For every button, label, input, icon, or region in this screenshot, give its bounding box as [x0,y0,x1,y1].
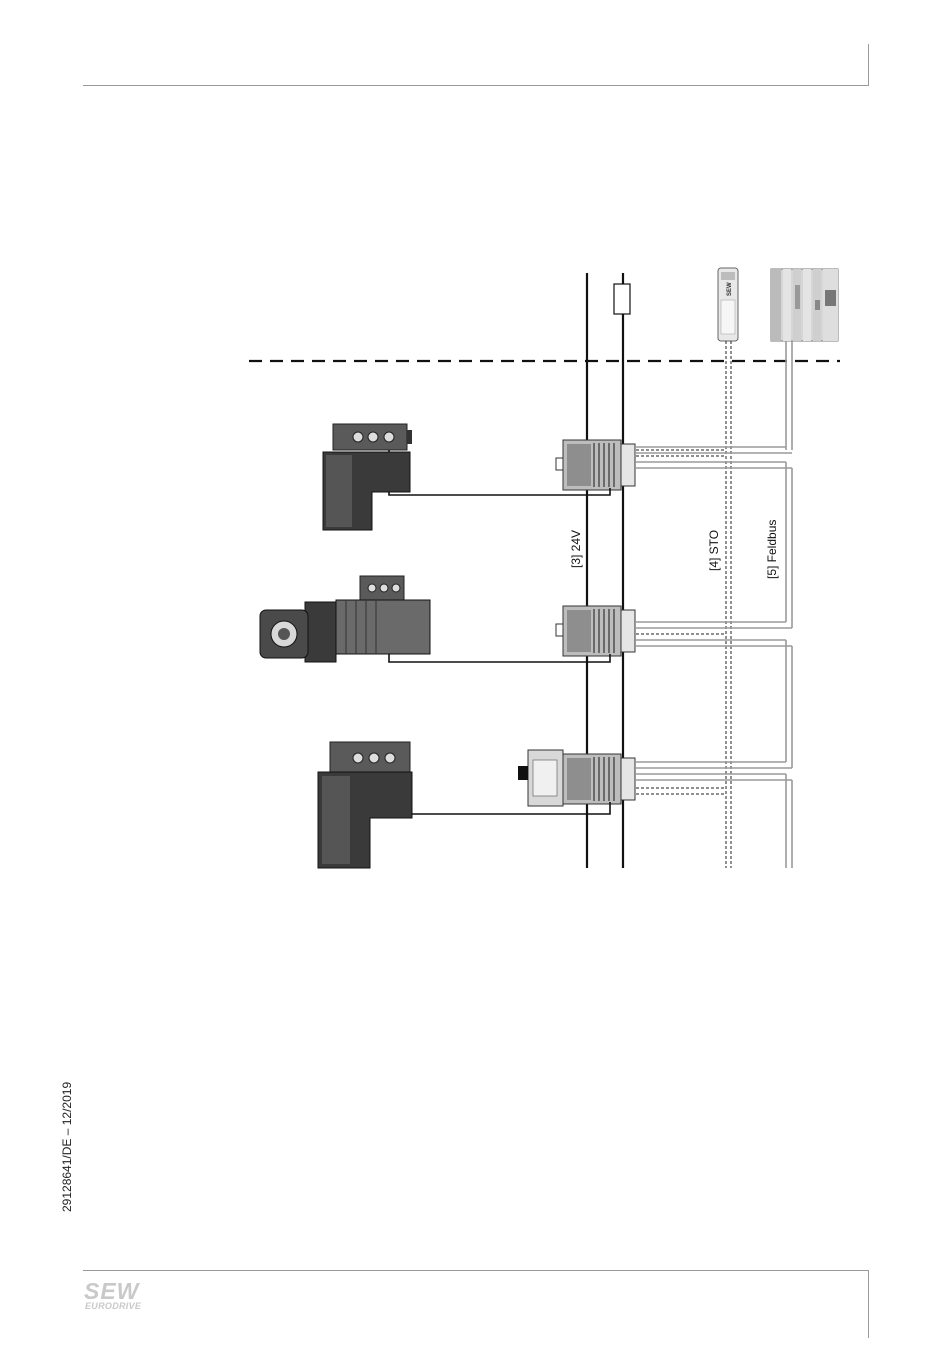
plc-controller [771,269,838,341]
gear-motor-3 [318,742,412,868]
gear-motor-2 [260,576,430,662]
sew-eurodrive-logo: SEW EURODRIVE [84,1280,156,1320]
sto-cable [636,341,731,868]
document-id-text: 29128641/DE – 12/2019 [60,1082,74,1212]
safety-module: SEW [718,268,738,341]
label-fieldbus: [5] Feldbus [765,520,779,579]
footer-rule [83,1270,869,1271]
distributor-unit-3 [518,750,635,806]
logo-subtext: EURODRIVE [85,1301,141,1311]
logo-text: SEW [84,1280,139,1303]
fieldbus-cable [636,341,792,868]
fuse [614,284,630,314]
distributor-unit-1 [556,440,635,490]
distributor-unit-2 [556,606,635,656]
gear-motor-1 [323,424,412,530]
safety-module-badge: SEW [727,282,733,296]
label-24v-supply: [3] 24V [569,530,583,568]
label-sto: [4] STO [707,530,721,571]
footer-rule-vertical [868,1270,869,1338]
